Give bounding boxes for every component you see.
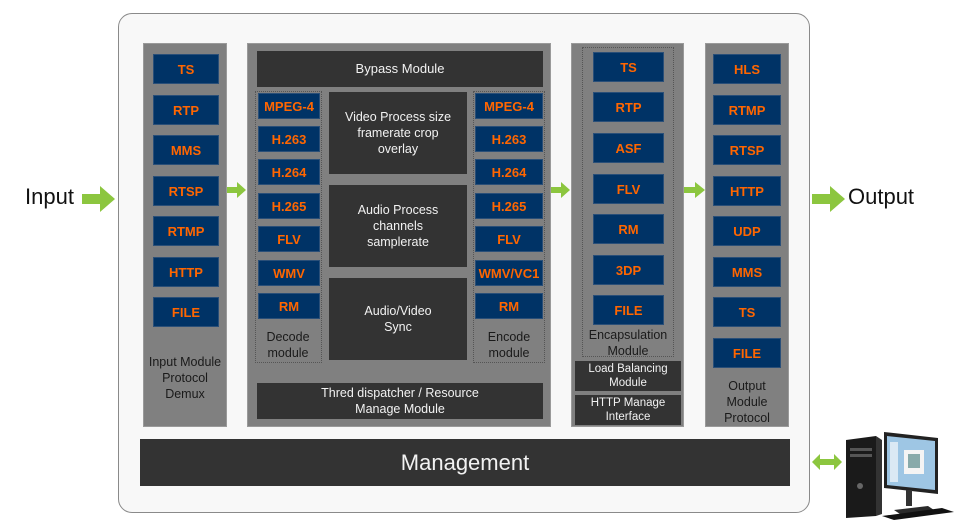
caption-line: Encode: [487, 330, 531, 344]
decode-chip: FLV: [258, 226, 320, 252]
decode-chip: RM: [258, 293, 320, 319]
input-chip: RTP: [153, 95, 219, 125]
caption-line: Encapsulation: [588, 328, 668, 342]
encapsulation-chip: FLV: [593, 174, 664, 204]
encapsulation-group: [582, 47, 674, 357]
encode-caption: Encode module: [474, 329, 544, 361]
encode-chip: RM: [475, 293, 543, 319]
caption-line: Output: [728, 379, 766, 393]
decode-chip: MPEG-4: [258, 93, 320, 119]
bidirectional-arrow-icon: [812, 454, 842, 470]
box-line: Interface: [605, 411, 651, 423]
decode-caption: Decode module: [256, 329, 320, 361]
box-line: samplerate: [367, 235, 429, 249]
load-balancing-box: Load Balancing Module: [575, 361, 681, 391]
box-line: Sync: [384, 320, 412, 334]
management-bar: Management: [140, 439, 790, 486]
input-chip: FILE: [153, 297, 219, 327]
caption-line: Decode: [266, 330, 310, 344]
output-module-caption: Output Module Protocol: [706, 378, 788, 426]
arrow-icon: [684, 182, 705, 198]
decode-chip: H.265: [258, 193, 320, 219]
arrow-icon: [227, 182, 246, 198]
encapsulation-chip: FILE: [593, 295, 664, 325]
encode-chip: H.263: [475, 126, 543, 152]
input-chip: HTTP: [153, 257, 219, 287]
encode-chip: H.264: [475, 159, 543, 185]
encapsulation-chip: ASF: [593, 133, 664, 163]
output-chip: TS: [713, 297, 781, 327]
encapsulation-chip: 3DP: [593, 255, 664, 285]
encode-chip: WMV/VC1: [475, 260, 543, 286]
encapsulation-chip: RM: [593, 214, 664, 244]
decode-chip: WMV: [258, 260, 320, 286]
caption-line: Input Module: [148, 355, 222, 369]
box-line: Manage Module: [355, 402, 445, 416]
input-chip: MMS: [153, 135, 219, 165]
output-chip: HTTP: [713, 176, 781, 206]
arrow-icon: [551, 182, 570, 198]
caption-line: Protocol: [724, 411, 770, 425]
bypass-module: Bypass Module: [257, 51, 543, 87]
box-line: Module: [609, 377, 647, 389]
dispatcher-box: Thred dispatcher / Resource Manage Modul…: [257, 383, 543, 419]
video-process-box: Video Process size framerate crop overla…: [329, 92, 467, 174]
caption-line: Demux: [165, 387, 205, 401]
box-line: Thred dispatcher / Resource: [321, 386, 479, 400]
encapsulation-chip: RTP: [593, 92, 664, 122]
decode-chip: H.264: [258, 159, 320, 185]
box-line: Load Balancing: [588, 363, 668, 375]
encapsulation-chip: TS: [593, 52, 664, 82]
decode-module-group: [255, 91, 322, 363]
box-line: channels: [372, 219, 424, 233]
audio-process-box: Audio Process channels samplerate: [329, 185, 467, 267]
output-chip: HLS: [713, 54, 781, 84]
caption-line: Module: [726, 395, 768, 409]
caption-line: module: [488, 346, 530, 360]
encapsulation-caption: Encapsulation Module: [582, 327, 674, 359]
output-chip: RTMP: [713, 95, 781, 125]
encapsulation-column: TS RTP ASF FLV RM 3DP FILE Encapsulation…: [571, 43, 684, 427]
output-module-column: HLS RTMP RTSP HTTP UDP MMS TS FILE Outpu…: [705, 43, 789, 427]
output-label: Output: [848, 184, 915, 209]
decode-chip: H.263: [258, 126, 320, 152]
http-manage-box: HTTP Manage Interface: [575, 395, 681, 425]
computer-icon: [846, 432, 954, 520]
input-chip: RTMP: [153, 216, 219, 246]
box-line: overlay: [377, 142, 419, 156]
box-line: Audio/Video: [364, 304, 432, 318]
caption-line: Protocol: [162, 371, 208, 385]
output-chip: FILE: [713, 338, 781, 368]
output-chip: MMS: [713, 257, 781, 287]
input-label: Input: [25, 184, 74, 209]
encode-chip: H.265: [475, 193, 543, 219]
box-line: Audio Process: [357, 203, 439, 217]
box-line: HTTP Manage: [590, 397, 666, 409]
output-arrow-icon: [812, 186, 845, 212]
input-chip: RTSP: [153, 176, 219, 206]
caption-line: module: [267, 346, 309, 360]
encode-chip: MPEG-4: [475, 93, 543, 119]
input-module-column: TS RTP MMS RTSP RTMP HTTP FILE Input Mod…: [143, 43, 227, 427]
box-line: framerate crop: [357, 126, 439, 140]
input-chip: TS: [153, 54, 219, 84]
encode-module-group: [473, 91, 545, 363]
output-chip: UDP: [713, 216, 781, 246]
input-module-caption: Input Module Protocol Demux: [144, 354, 226, 402]
input-arrow-icon: [82, 186, 115, 212]
caption-line: Module: [607, 344, 649, 358]
output-chip: RTSP: [713, 135, 781, 165]
av-sync-box: Audio/Video Sync: [329, 278, 467, 360]
box-line: Video Process size: [344, 110, 452, 124]
processing-column: Bypass Module MPEG-4 H.263 H.264 H.265 F…: [247, 43, 551, 427]
encode-chip: FLV: [475, 226, 543, 252]
